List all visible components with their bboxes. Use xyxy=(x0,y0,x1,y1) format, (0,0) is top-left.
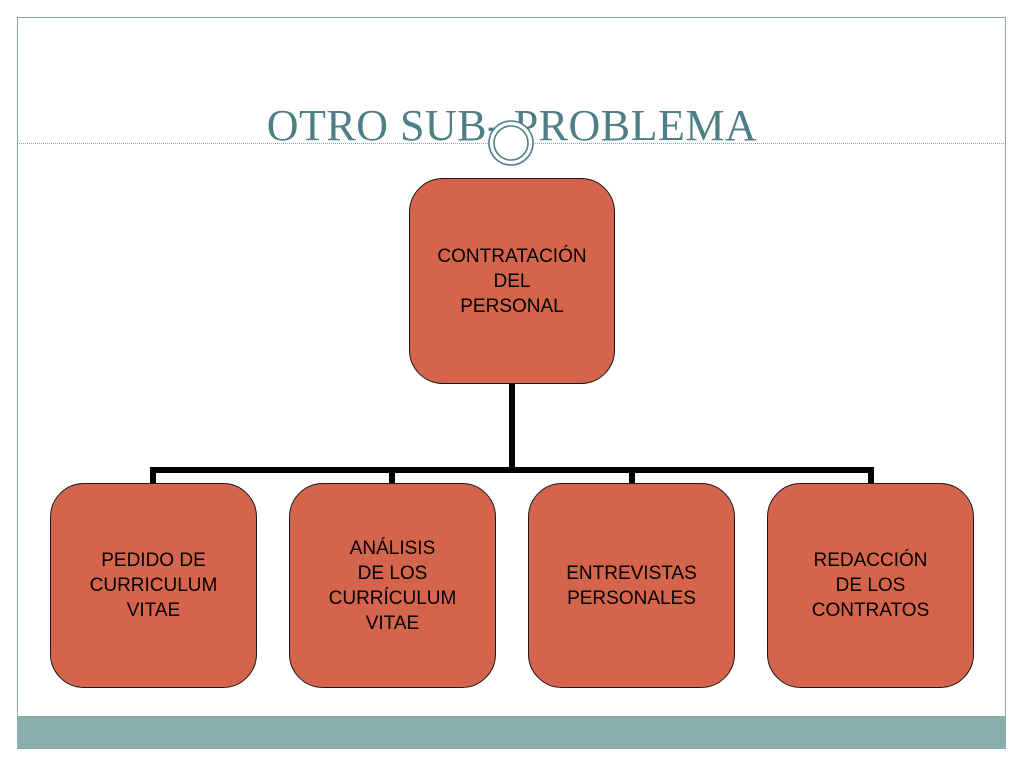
footer-band xyxy=(17,716,1006,749)
child-node-label: PEDIDO DE CURRICULUM VITAE xyxy=(89,550,218,621)
root-node-label: CONTRATACIÓN DEL PERSONAL xyxy=(437,245,587,317)
child-node-2: ANÁLISIS DE LOS CURRÍCULUM VITAE xyxy=(289,483,496,688)
child-node-3: ENTREVISTAS PERSONALES xyxy=(528,483,735,688)
child-node-1: PEDIDO DE CURRICULUM VITAE xyxy=(50,483,257,688)
circle-ornament-icon xyxy=(488,120,534,166)
child-node-label: REDACCIÓN DE LOS CONTRATOS xyxy=(811,550,930,621)
root-node: CONTRATACIÓN DEL PERSONAL xyxy=(409,178,615,384)
child-node-4: REDACCIÓN DE LOS CONTRATOS xyxy=(767,483,974,688)
child-node-label: ENTREVISTAS PERSONALES xyxy=(566,562,697,609)
child-node-label: ANÁLISIS DE LOS CURRÍCULUM VITAE xyxy=(328,537,457,634)
